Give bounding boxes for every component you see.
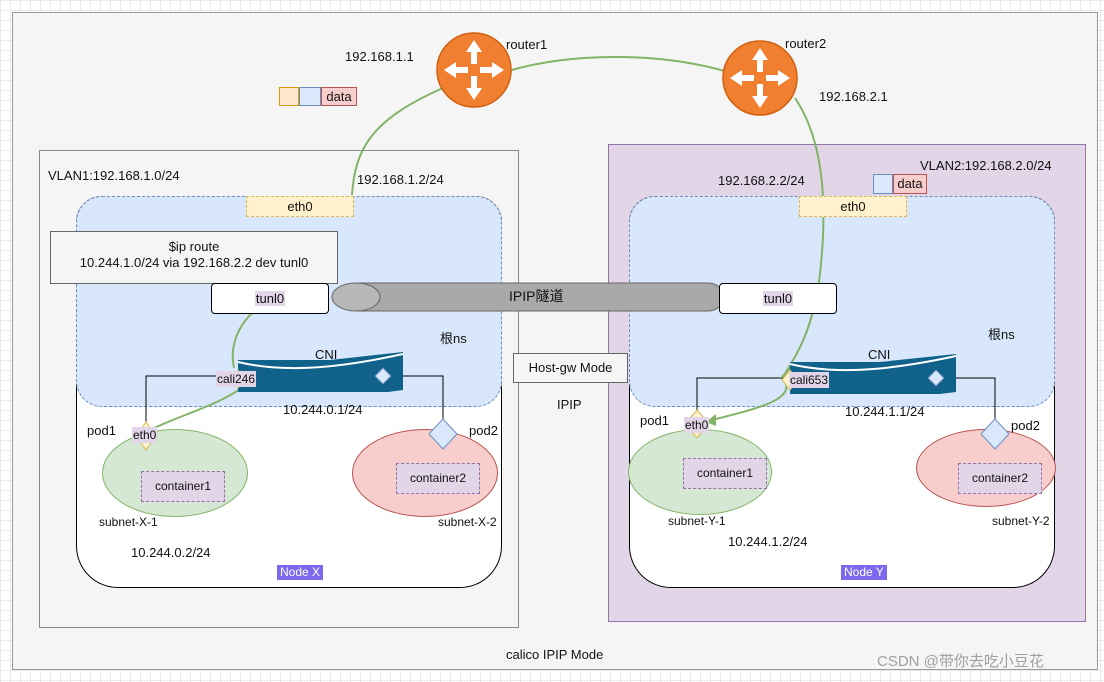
link-router1-eth0-x — [351, 87, 444, 196]
router2-ip: 192.168.2.1 — [819, 89, 888, 104]
tunl0-x: tunl0 — [211, 283, 329, 314]
cni-bar-x — [237, 352, 404, 392]
node-x-label: Node X — [277, 565, 324, 580]
pod1-y-eth0-label: eth0 — [684, 417, 710, 433]
packet-data: data — [321, 87, 357, 106]
subnet-x-2: subnet-X-2 — [438, 515, 497, 529]
tunl0-y: tunl0 — [719, 283, 837, 314]
container1-y: container1 — [683, 458, 767, 489]
link-cali653-pod1 — [711, 383, 788, 421]
pod1-x-eth0-label: eth0 — [132, 427, 158, 443]
pod1-y-label: pod1 — [640, 413, 669, 428]
pod2-y-label: pod2 — [1011, 418, 1040, 433]
root-ns-x-label: 根ns — [440, 331, 467, 346]
link-tunl0-cali246 — [231, 312, 253, 369]
pod2-y-port — [980, 418, 1010, 450]
subnet-y-1: subnet-Y-1 — [668, 514, 726, 528]
cni-x-label: CNI — [315, 347, 338, 362]
node-y-eth0: eth0 — [799, 196, 907, 217]
link-router2-cali653 — [785, 97, 825, 373]
packet-inner-header-y — [873, 174, 893, 194]
node-x-eth0-ip: 192.168.1.2/24 — [357, 172, 444, 187]
link-cali246-pod1 — [149, 385, 245, 431]
router2-label: router2 — [785, 36, 827, 51]
pod-x-ip: 10.244.0.2/24 — [131, 545, 211, 560]
cni-x-ip: 10.244.0.1/24 — [283, 402, 363, 417]
container1-x: container1 — [141, 471, 225, 502]
ipip-tunnel-label: IPIP隧道 — [509, 288, 564, 304]
packet-data-y: data — [893, 174, 927, 194]
cni-bar-y — [789, 354, 957, 394]
pod2-x-port — [428, 418, 458, 450]
router1-icon — [436, 32, 512, 108]
cali246-label: cali246 — [216, 371, 257, 387]
packet-inner-header — [299, 87, 321, 106]
packet-outer-header — [279, 87, 299, 106]
link-router1-router2 — [504, 56, 729, 73]
container2-x: container2 — [396, 463, 480, 494]
node-y-eth0-ip: 192.168.2.2/24 — [718, 173, 805, 188]
pod-y-ip: 10.244.1.2/24 — [728, 534, 808, 549]
ipip-tunnel — [331, 282, 725, 312]
tunl0-x-label: tunl0 — [254, 291, 286, 306]
vlan2-label: VLAN2:192.168.2.0/24 — [920, 158, 1052, 173]
node-y-label: Node Y — [841, 565, 887, 580]
tunl0-y-label: tunl0 — [762, 291, 794, 306]
subnet-y-2: subnet-Y-2 — [992, 514, 1050, 528]
watermark: CSDN @带你去吃小豆花 — [877, 653, 1044, 670]
pod2-x-label: pod2 — [469, 423, 498, 438]
route-rule: 10.244.1.0/24 via 192.168.2.2 dev tunl0 — [79, 255, 309, 270]
cni-y-label: CNI — [868, 347, 891, 362]
router1-ip: 192.168.1.1 — [345, 49, 414, 64]
router1-label: router1 — [506, 37, 548, 52]
route-command: $ip route — [168, 239, 220, 254]
vlan1-label: VLAN1:192.168.1.0/24 — [48, 168, 180, 183]
ipip-label: IPIP — [557, 397, 582, 412]
cni-y-ip: 10.244.1.1/24 — [845, 404, 925, 419]
root-ns-y-label: 根ns — [988, 327, 1015, 342]
container2-y: container2 — [958, 463, 1042, 494]
diagram-caption: calico IPIP Mode — [506, 647, 604, 662]
pod1-x-label: pod1 — [87, 423, 116, 438]
router2-icon — [722, 40, 798, 116]
node-x-eth0: eth0 — [246, 196, 354, 217]
route-table-box: $ip route 10.244.1.0/24 via 192.168.2.2 … — [50, 231, 338, 284]
subnet-x-1: subnet-X-1 — [99, 515, 158, 529]
host-gw-mode-label: Host-gw Mode — [513, 353, 628, 383]
cali653-label: cali653 — [789, 372, 830, 388]
